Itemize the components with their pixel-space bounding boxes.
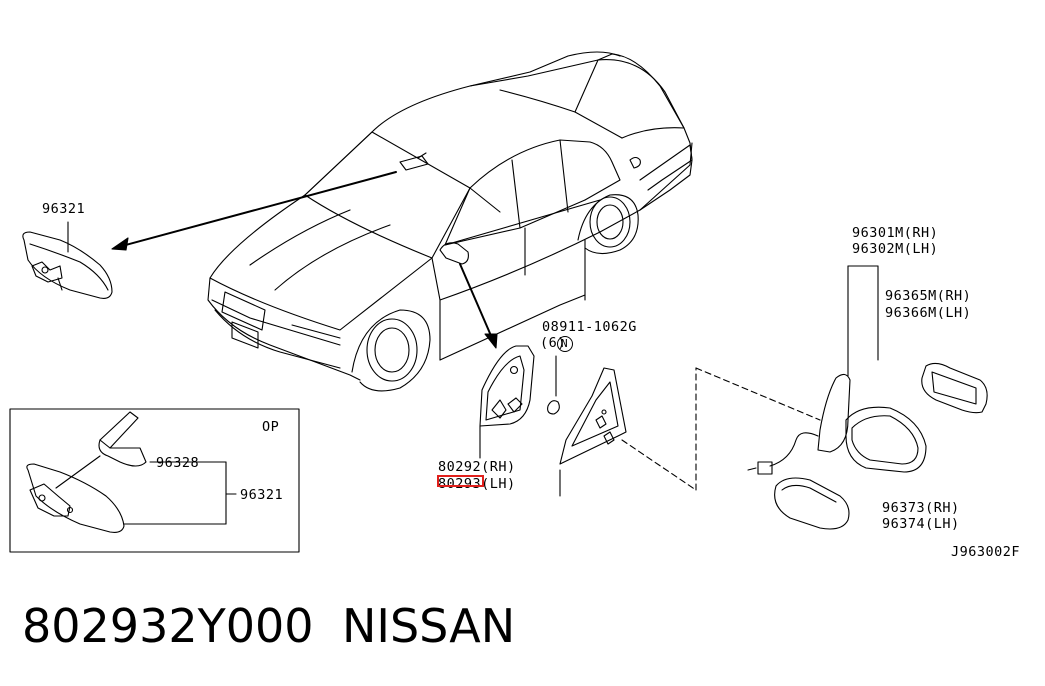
caption-brand: NISSAN (342, 599, 516, 653)
label-op-tag: OP (262, 419, 280, 435)
label-glass-rh: 96365M(RH) (885, 288, 972, 304)
label-op-part-a: 96328 (156, 455, 200, 471)
car-illustration (207, 51, 693, 392)
door-corner-section-drawing (559, 367, 821, 497)
label-nut-qty: (6) (540, 335, 566, 351)
highlight-box (437, 475, 484, 487)
label-inside-mirror: 96321 (42, 201, 86, 217)
inside-mirror-drawing (22, 221, 113, 299)
label-drawing-code: J963002F (951, 544, 1021, 560)
label-glass-lh: 96366M(LH) (885, 305, 972, 321)
corner-finisher-drawing (479, 345, 560, 459)
door-mirror-drawing (747, 265, 988, 530)
label-cover-rh: 96373(RH) (882, 500, 960, 516)
label-corner-lh: 80293(LH) (438, 476, 516, 492)
nut-code-badge: N (556, 336, 573, 352)
caption-part-number: 802932Y000 (22, 599, 314, 653)
label-nut-part: 08911-1062G (542, 319, 637, 335)
label-mirror-lh: 96302M(LH) (852, 241, 939, 257)
op-box-drawing (9, 408, 300, 553)
label-cover-lh: 96374(LH) (882, 516, 960, 532)
label-mirror-rh: 96301M(RH) (852, 225, 939, 241)
pointer-arrows (111, 171, 498, 349)
label-nut-code: N (522, 319, 573, 368)
label-corner-rh: 80292(RH) (438, 459, 516, 475)
label-op-part-b: 96321 (240, 487, 284, 503)
